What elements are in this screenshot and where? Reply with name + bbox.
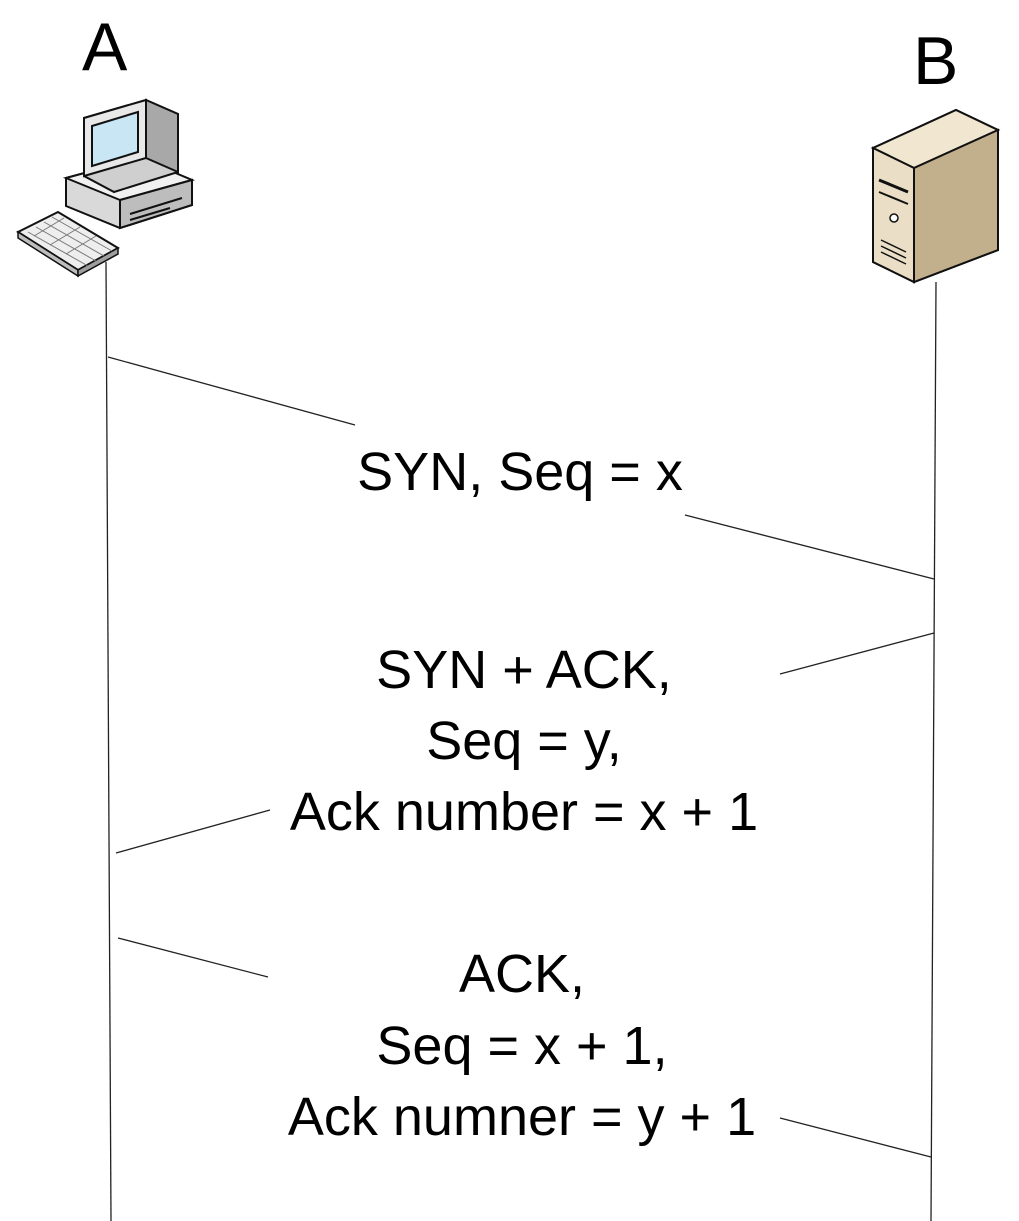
syn-ack-label-line-2: Seq = y,: [426, 711, 622, 771]
syn-label-line-1: SYN, Seq = x: [357, 442, 683, 502]
ack-label-line-2: Seq = x + 1,: [376, 1016, 667, 1076]
desktop-computer-icon: [15, 98, 196, 278]
message-syn: SYN, Seq = x: [107, 356, 935, 580]
syn-ack-arrow-segment-2: [115, 809, 271, 854]
host-b-lifeline: [930, 281, 937, 1221]
message-syn-ack: SYN + ACK, Seq = y, Ack number = x + 1: [115, 632, 935, 854]
syn-arrow-segment-2: [684, 514, 935, 580]
ack-arrow-segment-1: [117, 937, 269, 978]
host-b-label: B: [913, 23, 958, 99]
ack-label-line-3: Ack numner = y + 1: [288, 1087, 756, 1147]
host-a-lifeline: [105, 261, 112, 1221]
ack-label-line-1: ACK,: [459, 944, 585, 1004]
syn-ack-arrow-segment-1: [779, 632, 935, 675]
syn-arrow-segment-1: [107, 356, 356, 426]
ack-arrow-segment-2: [779, 1117, 932, 1158]
server-tower-icon: [870, 108, 1001, 284]
message-ack: ACK, Seq = x + 1, Ack numner = y + 1: [117, 937, 932, 1158]
syn-ack-label-line-3: Ack number = x + 1: [290, 782, 758, 842]
syn-ack-label-line-1: SYN + ACK,: [376, 640, 672, 700]
host-a-label: A: [82, 9, 128, 85]
